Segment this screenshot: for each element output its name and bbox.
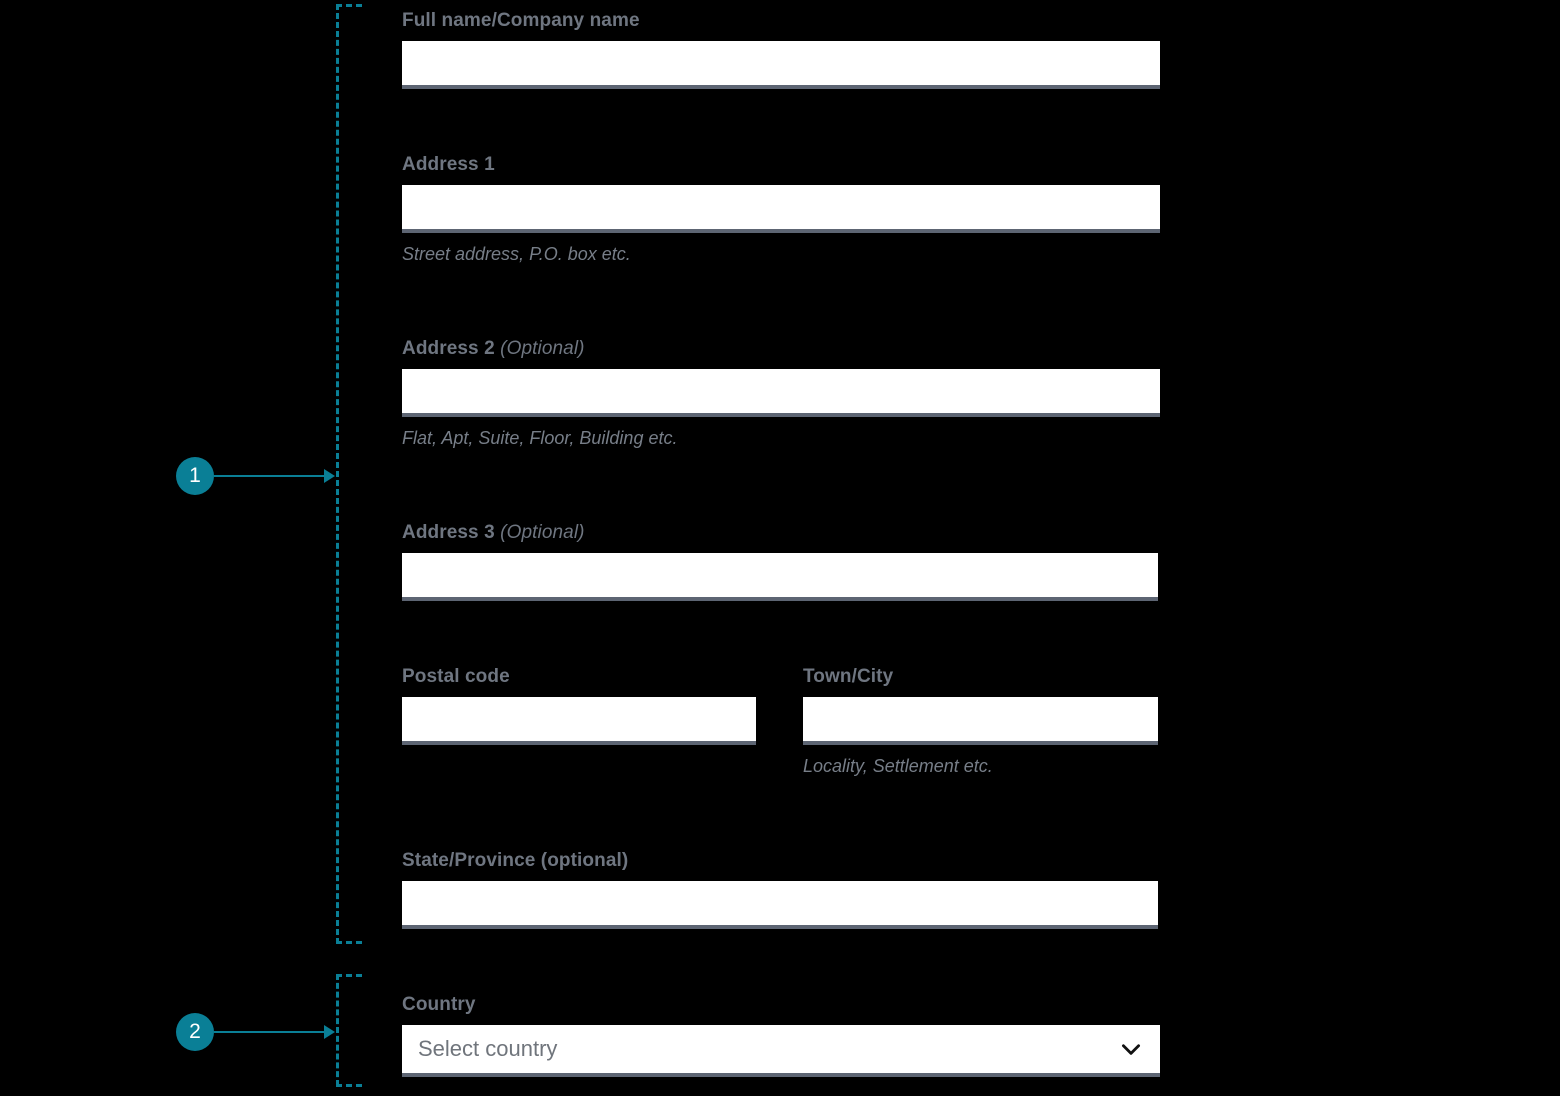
annotation-marker-1[interactable]: 1: [176, 457, 214, 495]
hint-address-2: Flat, Apt, Suite, Floor, Building etc.: [402, 428, 678, 448]
field-country: Country Select country: [402, 994, 1160, 1077]
country-select-wrapper: Select country: [402, 1025, 1160, 1077]
label-address-2: Address 2 (Optional): [402, 338, 1160, 360]
label-town-city: Town/City: [803, 666, 1158, 688]
region-2-bottom-border: [336, 1084, 362, 1087]
field-postal-code: Postal code: [402, 666, 756, 745]
annotation-marker-2[interactable]: 2: [176, 1013, 214, 1051]
annotation-arrowhead-1: [324, 469, 335, 483]
label-country-text: Country: [402, 994, 476, 1015]
field-address-2: Address 2 (Optional) Flat, Apt, Suite, F…: [402, 338, 1160, 449]
label-full-name: Full name/Company name: [402, 10, 1160, 32]
input-full-name[interactable]: [402, 41, 1160, 89]
label-state-province: State/Province (optional): [402, 850, 1158, 872]
label-address-2-text: Address 2: [402, 338, 495, 359]
annotation-leader-line-1: [214, 475, 324, 477]
region-1-top-border: [336, 4, 362, 7]
input-town-city[interactable]: [803, 697, 1158, 745]
field-state-province: State/Province (optional): [402, 850, 1158, 929]
input-state-province[interactable]: [402, 881, 1158, 929]
input-address-1[interactable]: [402, 185, 1160, 233]
label-town-city-text: Town/City: [803, 666, 894, 687]
label-address-3-optional: (Optional): [500, 522, 585, 543]
label-postal-code: Postal code: [402, 666, 756, 688]
label-country: Country: [402, 994, 1160, 1016]
country-select-value: Select country: [418, 1036, 558, 1061]
chevron-down-icon[interactable]: [1118, 1036, 1144, 1062]
field-full-name: Full name/Company name: [402, 10, 1160, 89]
label-state-province-text: State/Province (optional): [402, 850, 629, 871]
region-2-left-border: [336, 974, 339, 1086]
label-address-1-text: Address 1: [402, 154, 495, 175]
label-address-3: Address 3 (Optional): [402, 522, 1158, 544]
hint-address-1: Street address, P.O. box etc.: [402, 244, 631, 264]
label-postal-code-text: Postal code: [402, 666, 510, 687]
input-postal-code[interactable]: [402, 697, 756, 745]
field-address-1: Address 1 Street address, P.O. box etc.: [402, 154, 1160, 265]
input-address-3[interactable]: [402, 553, 1158, 601]
label-address-2-optional: (Optional): [500, 338, 585, 359]
region-2-top-border: [336, 974, 362, 977]
label-address-1: Address 1: [402, 154, 1160, 176]
annotation-leader-line-2: [214, 1031, 324, 1033]
region-1-left-border: [336, 4, 339, 944]
region-1-bottom-border: [336, 941, 362, 944]
country-select[interactable]: Select country: [402, 1025, 1160, 1077]
annotation-arrowhead-2: [324, 1025, 335, 1039]
field-address-3: Address 3 (Optional): [402, 522, 1158, 601]
field-town-city: Town/City Locality, Settlement etc.: [803, 666, 1158, 777]
label-address-3-text: Address 3: [402, 522, 495, 543]
label-full-name-text: Full name/Company name: [402, 10, 640, 31]
input-address-2[interactable]: [402, 369, 1160, 417]
hint-town-city: Locality, Settlement etc.: [803, 756, 993, 776]
